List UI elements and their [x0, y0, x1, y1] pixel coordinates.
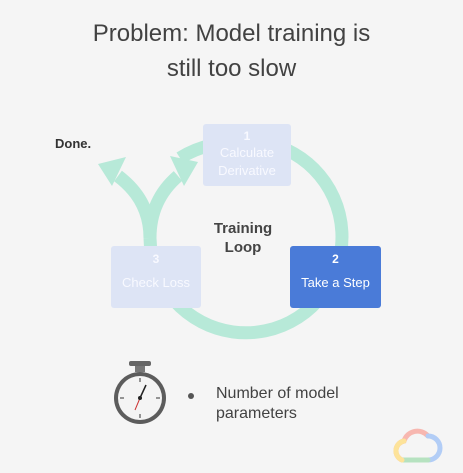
step-2-number: 2	[332, 252, 339, 266]
step-1-calculate-derivative: 1 Calculate Derivative	[203, 124, 291, 186]
bullet-line-2: parameters	[216, 405, 297, 422]
loop-label-line-2: Loop	[224, 239, 262, 256]
google-cloud-logo	[393, 428, 443, 463]
bullet-line-1: Number of model	[216, 385, 339, 402]
step-3-number: 3	[152, 252, 160, 266]
training-loop-label: Training Loop	[200, 219, 286, 257]
step-1-number: 1	[243, 129, 251, 143]
fork-right-branch	[143, 171, 183, 239]
loop-label-line-1: Training	[213, 220, 273, 237]
arrowhead-left	[98, 157, 126, 186]
title-line-1: Problem: Model training is	[92, 20, 371, 47]
title-line-2: still too slow	[166, 55, 297, 82]
bullet-point: Number of model parameters	[216, 384, 339, 424]
step-3-check-loss: 3 Check Loss	[111, 246, 201, 308]
slide-title: Problem: Model training is still too slo…	[0, 16, 463, 86]
step-1-label-line-2: Derivative	[218, 163, 276, 178]
step-3-label: Check Loss	[122, 275, 190, 290]
step-2-take-a-step: 2 Take a Step	[290, 246, 381, 308]
step-2-label: Take a Step	[301, 275, 370, 290]
arrowhead-right	[170, 156, 198, 186]
bullet-dot	[188, 393, 194, 399]
done-label: Done.	[55, 136, 92, 151]
step-1-label-line-1: Calculate	[219, 145, 275, 160]
stopwatch-icon	[114, 361, 166, 424]
